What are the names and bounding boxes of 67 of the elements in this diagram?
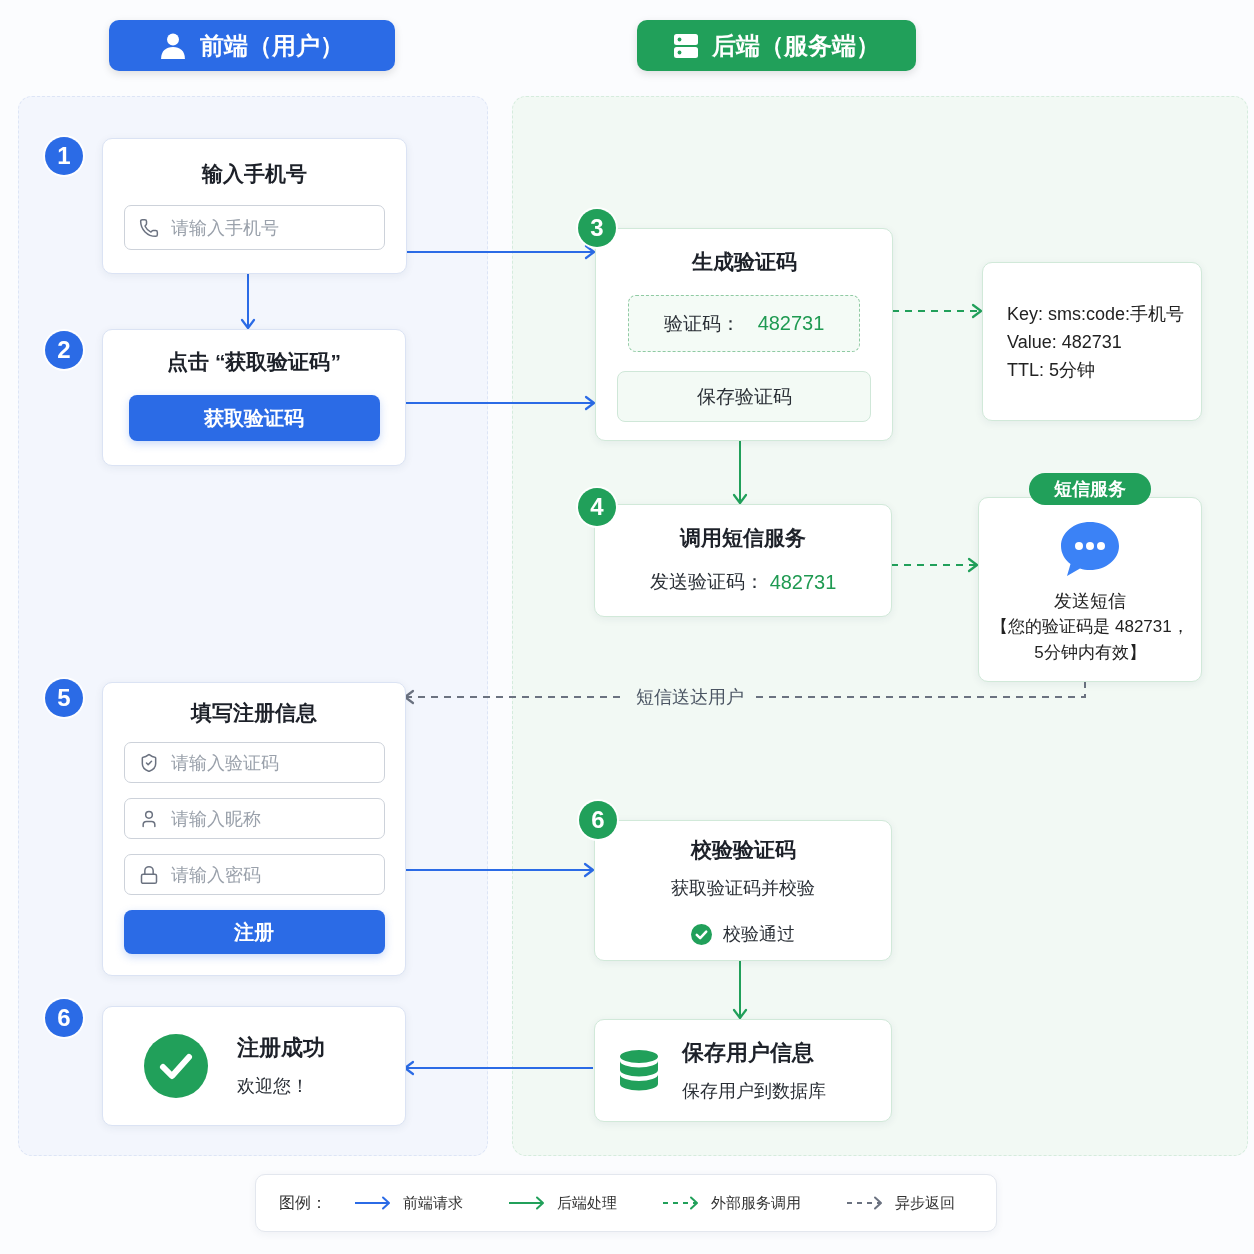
register-button: 注册 [123, 910, 385, 954]
column-panel [512, 96, 1248, 1156]
field-label: 验证码： [663, 311, 740, 336]
arrow [732, 439, 748, 505]
column-header [109, 20, 395, 71]
placeholder-text: 请输入验证码 [170, 751, 279, 775]
input-field [123, 742, 385, 783]
card-description: 获取验证码并校验 [671, 877, 815, 900]
dashed-arrow [891, 303, 983, 319]
column-panel [18, 96, 488, 1156]
card-title: 保存用户信息 [682, 1038, 815, 1067]
step-card [102, 682, 406, 976]
field-label: 发送验证码： [649, 570, 764, 594]
card-title: 输入手机号 [202, 161, 307, 187]
legend-label: 后端处理 [557, 1193, 617, 1213]
input-field [123, 854, 385, 895]
step-number-badge: 6 [45, 999, 83, 1037]
arrow [732, 959, 748, 1020]
arrow [404, 862, 595, 878]
placeholder-text: 请输入密码 [170, 863, 261, 887]
step-number-badge: 6 [579, 801, 617, 839]
entry-line: TTL: 5分钟 [1007, 358, 1096, 381]
save-step-box: 保存验证码 [617, 371, 871, 422]
code-value: 482731 [769, 570, 837, 594]
result-card [594, 1019, 892, 1122]
legend-label: 外部服务调用 [711, 1193, 801, 1213]
step-number-badge: 3 [578, 209, 616, 247]
card-title: 校验验证码 [690, 837, 796, 863]
column-title: 后端（服务端） [711, 30, 880, 61]
service-tag: 短信服务 [1029, 473, 1151, 505]
code-value: 482731 [757, 312, 825, 335]
dashed-arrow [890, 557, 979, 573]
arrow [403, 1060, 594, 1076]
status-text: 校验通过 [723, 923, 795, 946]
step-number-badge: 2 [45, 331, 83, 369]
card-description: 保存用户到数据库 [682, 1079, 826, 1103]
step-number-badge: 1 [45, 137, 83, 175]
get-code-button: 获取验证码 [128, 395, 380, 441]
card-description: 欢迎您！ [237, 1075, 310, 1098]
placeholder-text: 请输入手机号 [171, 216, 279, 240]
legend-title: 图例： [279, 1192, 327, 1213]
placeholder-text: 请输入昵称 [170, 807, 261, 831]
input-field [123, 798, 385, 839]
card-title: 点击 “获取验证码” [167, 349, 341, 375]
entry-line: Key: sms:code:手机号 [1007, 302, 1186, 325]
legend-label: 前端请求 [403, 1193, 463, 1213]
column-header [637, 20, 916, 71]
cache-entry-card [982, 262, 1202, 421]
input-field [124, 205, 385, 250]
step-number-badge: 4 [578, 488, 616, 526]
legend-label: 异步返回 [895, 1193, 955, 1213]
card-title: 调用短信服务 [680, 525, 806, 551]
message-title: 发送短信 [1054, 590, 1126, 613]
arrow [240, 272, 256, 330]
arrow [404, 395, 596, 411]
column-title: 前端（用户） [200, 30, 344, 61]
card-title: 生成验证码 [691, 249, 797, 275]
step-card [102, 138, 407, 274]
step-number-badge: 5 [45, 679, 83, 717]
entry-line: Value: 482731 [1007, 330, 1123, 353]
card-title: 填写注册信息 [191, 700, 317, 726]
message-text: 【您的验证码是 482731，5分钟内有效】 [990, 616, 1190, 664]
arrow [405, 244, 596, 260]
code-display-box [628, 295, 860, 352]
step-card [102, 329, 406, 466]
card-title: 注册成功 [237, 1034, 325, 1062]
result-card [102, 1006, 406, 1126]
